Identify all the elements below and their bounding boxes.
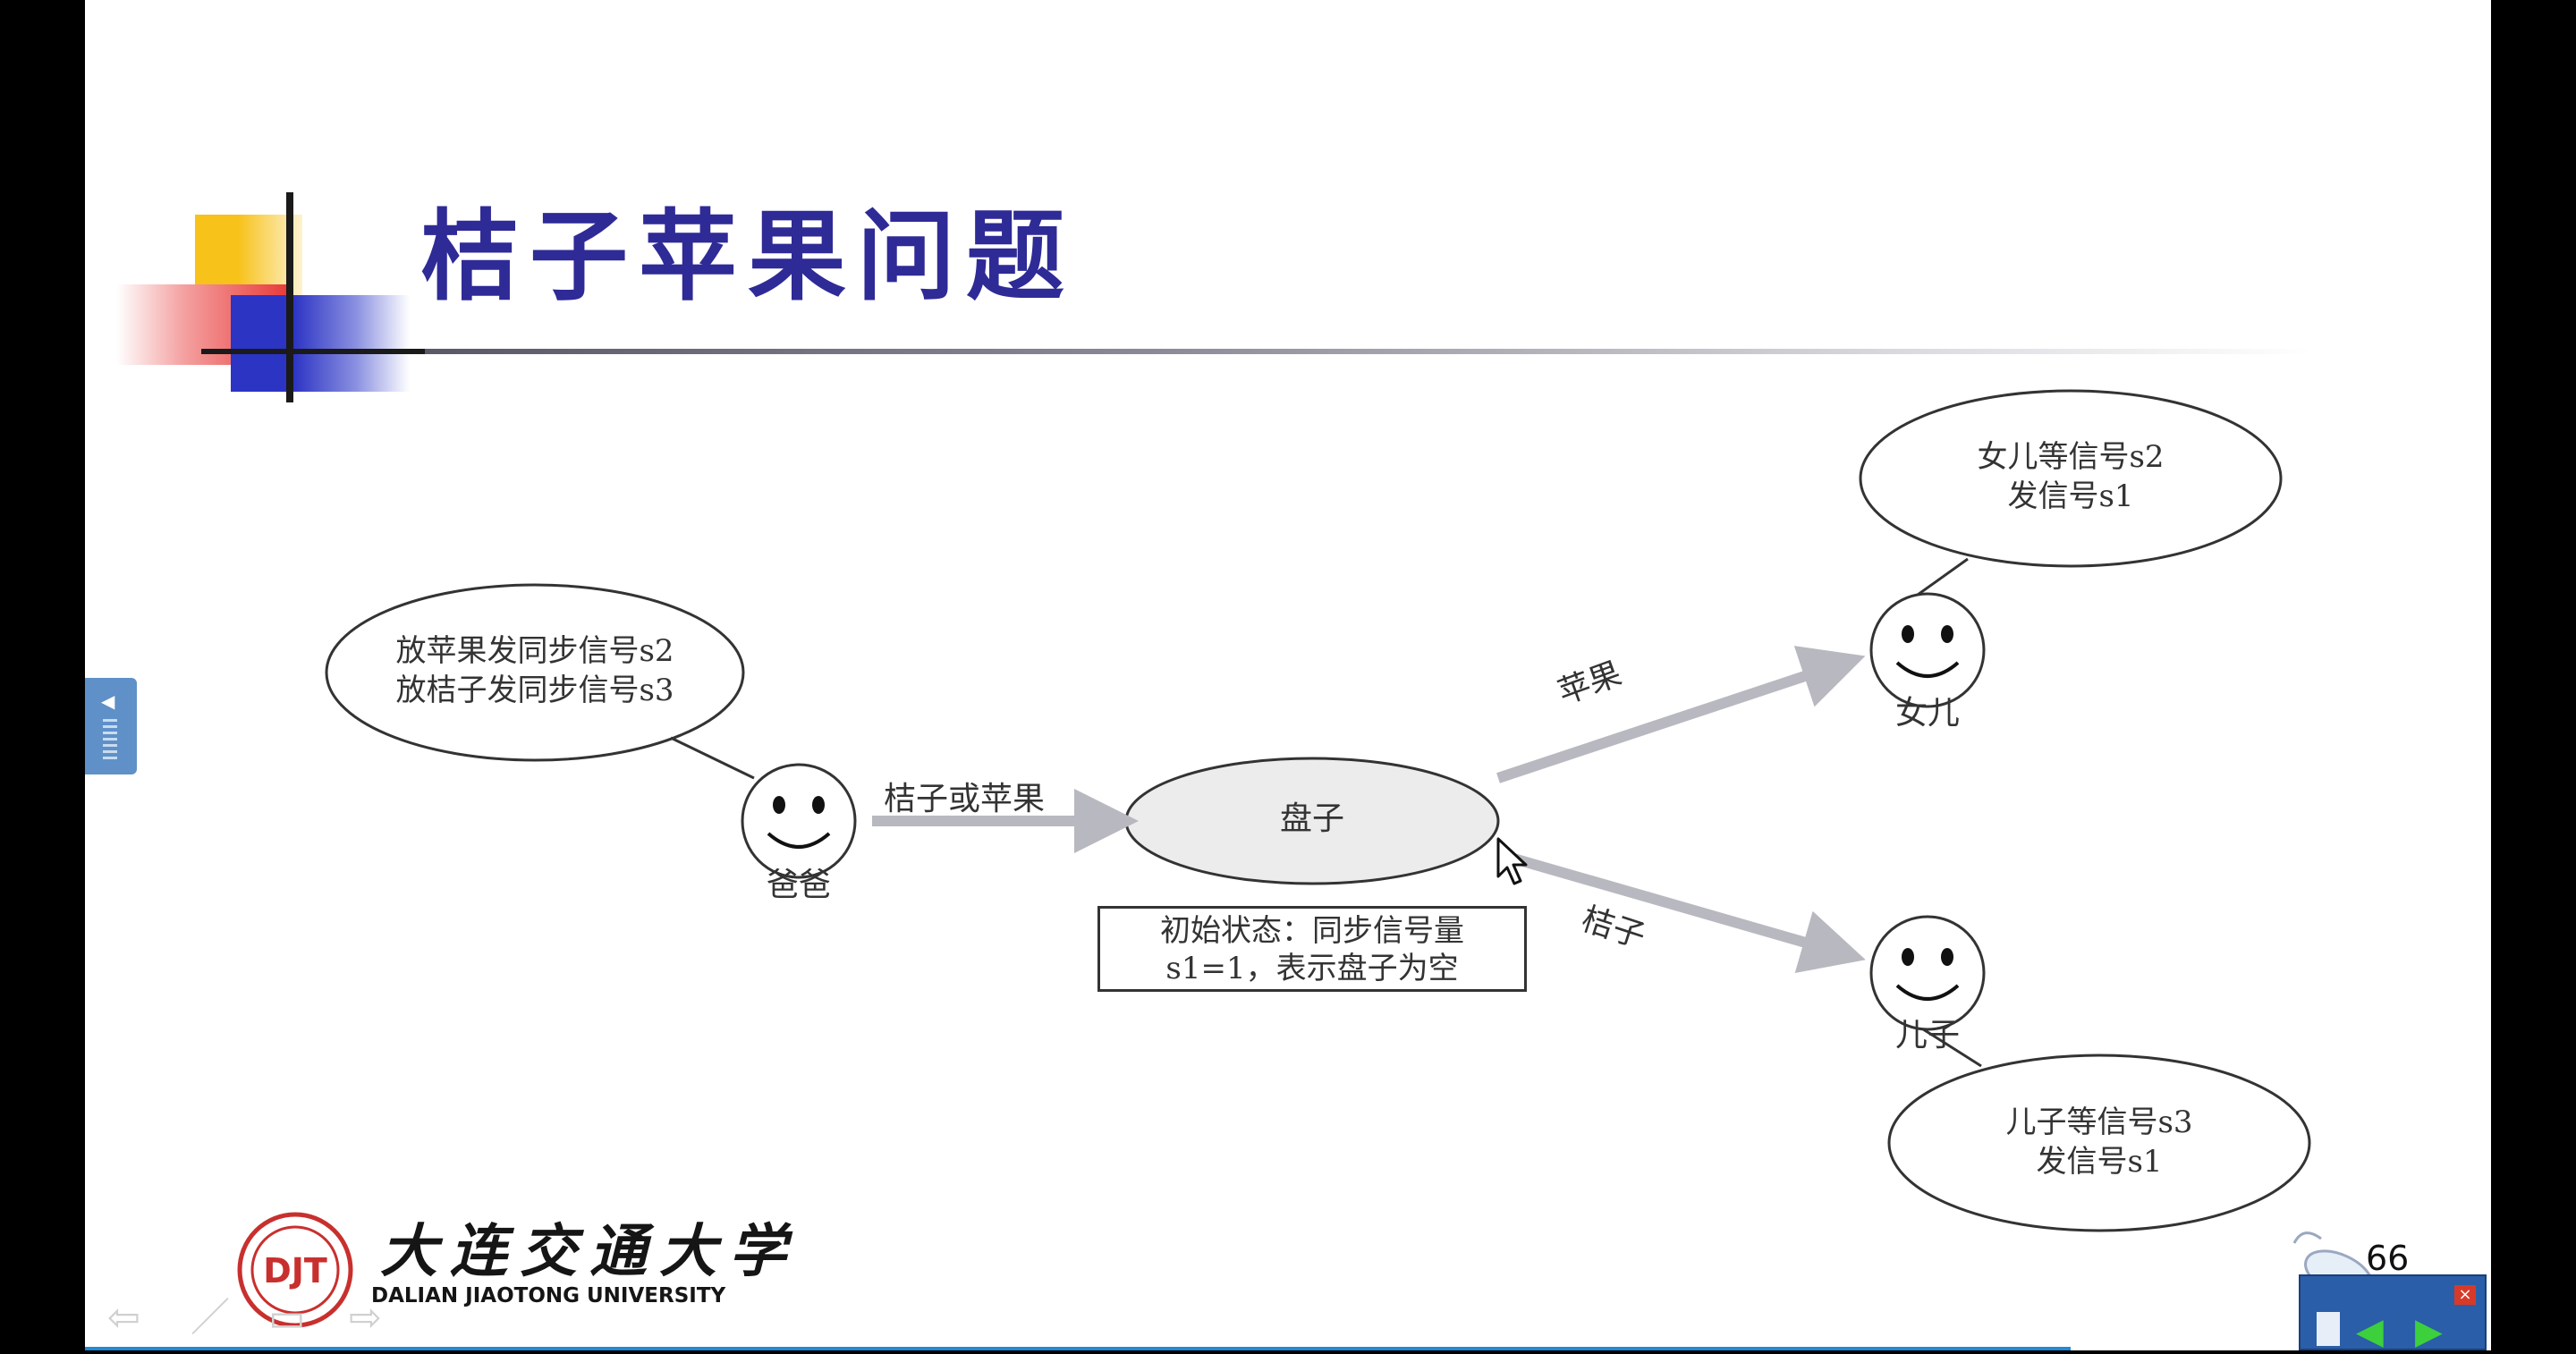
daughter-note-line-2: 发信号s1 xyxy=(2007,478,2134,514)
slide-title: 桔子苹果问题 xyxy=(420,199,1075,314)
plate-label: 盘子 xyxy=(1279,800,1344,837)
next-slide-arrow-icon[interactable]: ⇨ xyxy=(349,1295,382,1341)
logo-badge-text: DJT xyxy=(263,1251,327,1291)
title-underline xyxy=(201,349,2312,354)
son-smiley-icon xyxy=(1869,915,1986,1031)
arrow-left-icon[interactable]: ◀ xyxy=(2356,1311,2384,1350)
father-smiley-icon xyxy=(741,763,857,879)
father-note-ellipse xyxy=(325,583,745,762)
mouse-pointer-icon xyxy=(1496,837,1528,885)
initial-state-line-1: 初始状态：同步信号量 xyxy=(1160,913,1464,949)
daughter-smiley-icon xyxy=(1869,592,1986,708)
title-decoration-vertical-line xyxy=(286,192,293,402)
arrow-plate-to-daughter xyxy=(1496,646,1866,783)
initial-state-line-2: s1=1，表示盘子为空 xyxy=(1165,951,1459,986)
daughter-note-text: 女儿等信号s2 发信号s1 xyxy=(1892,437,2250,516)
initial-state-box: 初始状态：同步信号量 s1=1，表示盘子为空 xyxy=(1097,906,1527,992)
page-number: 66 xyxy=(2366,1239,2410,1278)
father-label: 爸爸 xyxy=(766,867,831,903)
diagram-canvas: DJT xyxy=(237,389,2374,1328)
close-icon[interactable]: × xyxy=(2454,1285,2476,1305)
daughter-label: 女儿 xyxy=(1894,695,1960,732)
progress-line xyxy=(85,1347,2071,1350)
pen-icon[interactable]: ／ xyxy=(191,1295,230,1341)
university-name-cn: 大连交通大学 xyxy=(380,1218,799,1285)
son-note-ellipse xyxy=(1887,1054,2311,1232)
title-decoration-blue xyxy=(231,295,410,392)
navigation-panel: × ◀ ▶ xyxy=(2299,1274,2487,1350)
title-decoration-horizontal-line xyxy=(201,349,425,354)
arrow-plate-to-son xyxy=(1496,849,1866,973)
father-note-line-1: 放苹果发同步信号s2 xyxy=(395,633,674,669)
arrow-right-icon[interactable]: ▶ xyxy=(2415,1311,2443,1350)
son-note-line-2: 发信号s1 xyxy=(2036,1144,2163,1180)
university-name-en: DALIAN JIAOTONG UNIVERSITY xyxy=(371,1284,726,1307)
slide: 桔子苹果问题 xyxy=(85,0,2491,1350)
son-note-text: 儿子等信号s3 发信号s1 xyxy=(1920,1103,2278,1181)
university-logo-icon: DJT xyxy=(237,1212,353,1328)
menu-icon[interactable]: ▭ xyxy=(268,1295,306,1341)
father-note-line-2: 放桔子发同步信号s3 xyxy=(395,673,674,708)
father-note-text: 放苹果发同步信号s2 放桔子发同步信号s3 xyxy=(356,631,714,710)
father-note-connector xyxy=(670,736,755,780)
grip-icon xyxy=(103,719,117,762)
document-icon[interactable] xyxy=(2317,1312,2340,1346)
sidebar-toggle-button[interactable]: ◀ xyxy=(85,678,137,774)
son-label: 儿子 xyxy=(1894,1017,1960,1054)
chevron-left-icon: ◀ xyxy=(101,690,115,712)
son-note-line-1: 儿子等信号s3 xyxy=(2005,1104,2193,1140)
daughter-note-line-1: 女儿等信号s2 xyxy=(1977,439,2165,475)
prev-slide-arrow-icon[interactable]: ⇦ xyxy=(107,1295,140,1341)
edge-label-father-plate: 桔子或苹果 xyxy=(884,781,1046,817)
daughter-note-ellipse xyxy=(1859,389,2283,568)
